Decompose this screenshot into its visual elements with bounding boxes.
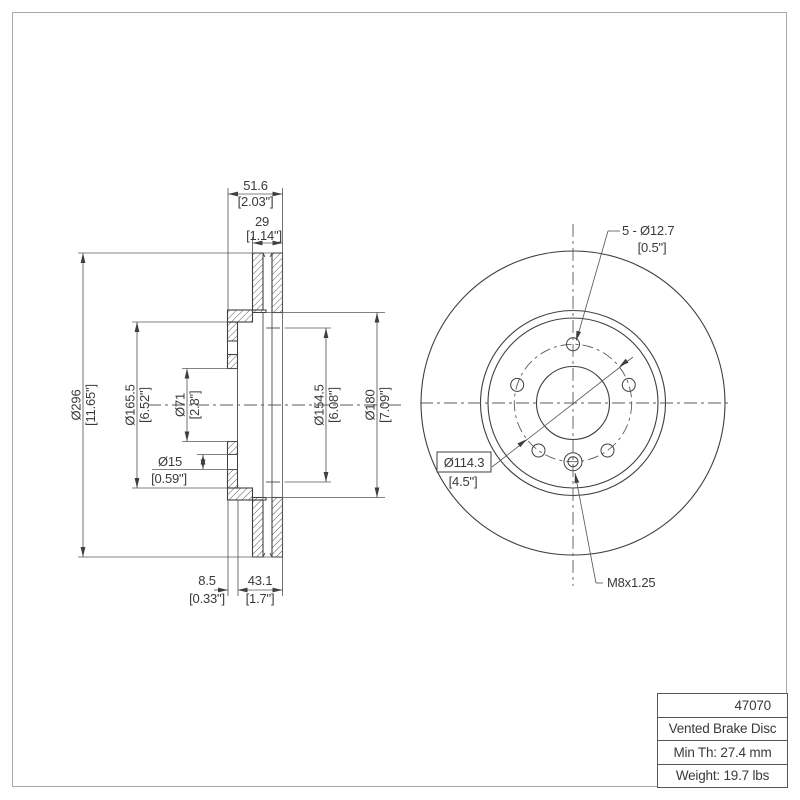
dim-outer-dia-mm: Ø296 <box>69 389 84 420</box>
dim-hat-dia-mm: Ø165.5 <box>123 384 138 425</box>
dim-overall-width-in: [2.03"] <box>238 194 274 209</box>
bolt-holes <box>510 337 636 458</box>
dim-bore-dia-in: [2.8"] <box>187 391 202 420</box>
dim-ring-width-mm: 29 <box>255 214 269 229</box>
dim-step-dia-in: [7.09"] <box>377 387 392 423</box>
title-block-min-thickness: Min Th: 27.4 mm <box>658 741 787 765</box>
callout-bolt-circle-value: Ø114.3 <box>444 455 484 470</box>
title-block-part-number: 47070 <box>658 694 787 718</box>
dim-overall-width-mm: 51.6 <box>243 178 268 193</box>
dim-step-dia-mm: Ø180 <box>363 389 378 420</box>
leader-lines <box>491 230 634 584</box>
extension-lines <box>78 188 385 596</box>
dim-hat-depth-in: [0.33"] <box>189 591 225 606</box>
sheet-border <box>12 12 787 787</box>
section-view: 51.6 [2.03"] 29 [1.14"] 8.5 [0.33"] 43.1… <box>69 178 402 606</box>
callout-thread-value: M8x1.25 <box>607 575 655 590</box>
dim-mount-depth-in: [1.7"] <box>246 591 275 606</box>
front-view: 5 - Ø12.7 [0.5"] Ø114.3 [4.5"] M8x1.25 <box>420 223 728 590</box>
dim-inner-ring-dia-in: [6.08"] <box>326 387 341 423</box>
dim-outer-dia-in: [11.65"] <box>83 384 98 426</box>
dim-inner-ring-dia-mm: Ø154.5 <box>312 384 327 425</box>
dim-mount-depth-mm: 43.1 <box>248 573 273 588</box>
dim-hat-depth-mm: 8.5 <box>198 573 215 588</box>
section-cut-material <box>226 252 284 558</box>
dim-hole-dia-mm: Ø15 <box>158 454 182 469</box>
dim-hat-dia-in: [6.52"] <box>137 387 152 423</box>
title-block-weight: Weight: 19.7 lbs <box>675 768 770 784</box>
title-block-description: Vented Brake Disc <box>658 718 787 741</box>
arrowheads <box>80 191 380 593</box>
center-bore-circle <box>535 365 611 441</box>
callout-bolt-holes-line2: [0.5"] <box>638 240 667 255</box>
dim-hole-dia-in: [0.59"] <box>151 471 187 486</box>
title-block: 47070 Vented Brake Disc Min Th: 27.4 mm … <box>657 693 788 788</box>
bolt-circle-callout-box <box>436 451 492 473</box>
callout-bolt-circle-inch: [4.5"] <box>449 474 478 489</box>
leader-arrowheads <box>517 330 629 484</box>
dim-ring-width-in: [1.14"] <box>246 228 282 243</box>
front-centerlines <box>420 224 728 586</box>
section-bolt-hole <box>227 340 238 355</box>
section-setscrew-hole <box>227 454 238 470</box>
callout-bolt-holes-line1: 5 - Ø12.7 <box>622 223 674 238</box>
dim-bore-dia-mm: Ø71 <box>173 393 188 417</box>
